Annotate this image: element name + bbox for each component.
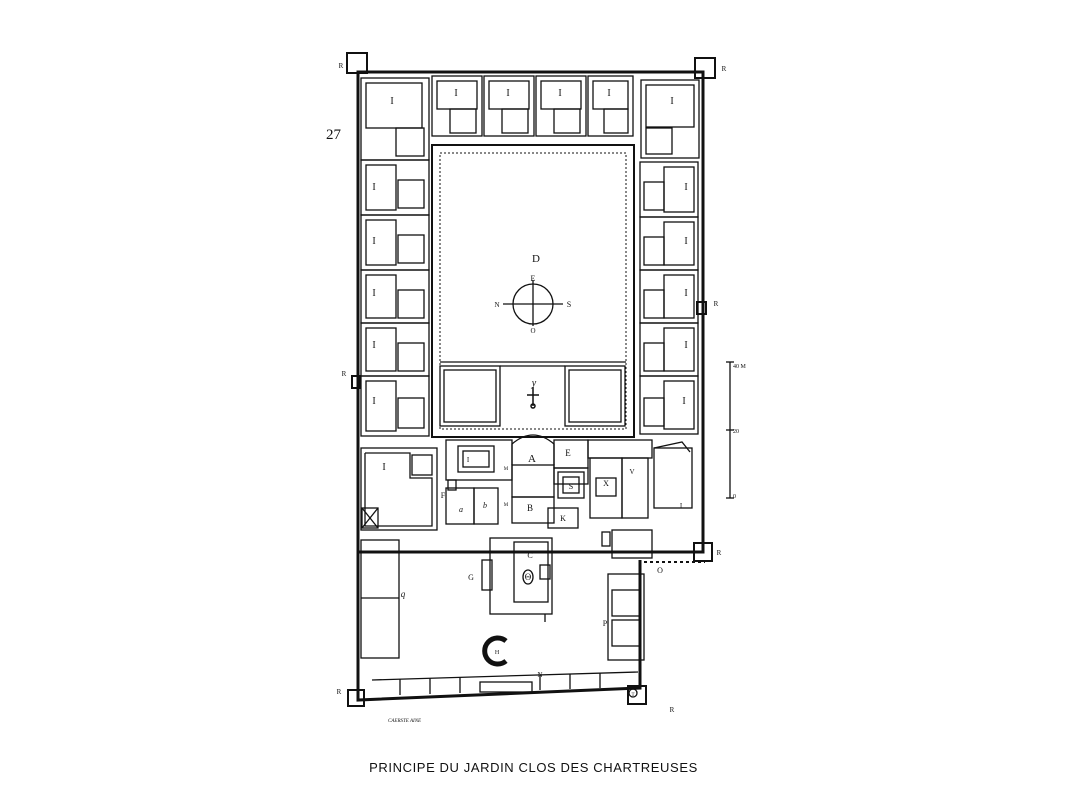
- corner-towers: [346, 52, 716, 707]
- figure-caption: PRINCIPE DU JARDIN CLOS DES CHARTREUSES: [369, 760, 698, 775]
- scale-bar: [726, 361, 734, 499]
- compass-rose: [503, 280, 563, 326]
- room-label-a: A: [528, 453, 536, 465]
- cell-label: I: [372, 236, 375, 247]
- cloister-walk: [439, 152, 627, 430]
- cell-label: I: [684, 236, 687, 247]
- cell-label: I: [506, 88, 509, 99]
- plate-number: 27: [326, 127, 341, 143]
- chapter-block: [481, 537, 553, 622]
- compass-north: N: [494, 301, 499, 309]
- cell-label: I: [390, 96, 393, 107]
- tower-label: R: [717, 549, 722, 557]
- cell-label: I: [558, 88, 561, 99]
- compass-west: O: [530, 327, 535, 335]
- tower-label: R: [342, 370, 347, 378]
- scale-label-mid: 20: [733, 429, 739, 435]
- room-label-small-m: M: [504, 467, 509, 472]
- compass-east: E: [531, 274, 536, 283]
- cell-label: I: [372, 182, 375, 193]
- room-label-theta: Θ: [525, 572, 532, 582]
- fountain-basin: [482, 635, 508, 667]
- garden-beds: [439, 361, 626, 427]
- cell-label: I: [372, 396, 375, 407]
- cross-marker: [527, 387, 539, 409]
- room-label-p: P: [603, 619, 608, 628]
- outer-wall: [356, 70, 705, 554]
- tower-label: R: [722, 65, 727, 73]
- room-label-x: X: [603, 479, 609, 488]
- cell-label: I: [684, 340, 687, 351]
- scale-labels: 40 M 20 0: [733, 364, 747, 500]
- scale-label-bottom: 0: [733, 494, 736, 500]
- tower-label: R: [339, 62, 344, 70]
- room-label-q: q: [401, 589, 406, 599]
- room-label-c: C: [527, 551, 532, 560]
- court-labels: D E N S O y: [494, 253, 571, 389]
- room-labels: A B C E S X V K F G P O N H q a b M M I …: [401, 448, 683, 698]
- compass-south: S: [567, 300, 571, 309]
- cell-label: I: [684, 288, 687, 299]
- cell-label: I: [670, 96, 673, 107]
- tower-labels: R R R R R R R: [337, 62, 727, 714]
- room-label-o: O: [657, 566, 663, 575]
- tower-label: R: [670, 706, 675, 714]
- room-label-h: H: [495, 650, 500, 656]
- room-label-small-a: a: [459, 505, 463, 514]
- cell-label: I: [372, 288, 375, 299]
- charterhouse-plan: I I I I I I I I I I I I I I I I I R R R …: [337, 52, 747, 724]
- cell-label: I: [454, 88, 457, 99]
- room-label-v: V: [629, 468, 634, 476]
- church-block: [445, 434, 693, 559]
- service-range: [607, 561, 705, 661]
- cloister-outer: [431, 144, 635, 438]
- court-label: D: [532, 253, 540, 265]
- cell-label: I: [382, 462, 385, 473]
- room-label-n: N: [537, 671, 542, 679]
- cell-label: I: [372, 340, 375, 351]
- cell-label: I: [607, 88, 610, 99]
- room-label-small-b: b: [483, 501, 487, 510]
- engraver-signature: CAERSTE AINE: [388, 719, 421, 724]
- cell-lower-left: [360, 447, 438, 531]
- room-label-g: G: [468, 573, 474, 582]
- cells-top: [360, 75, 700, 161]
- tower-label: R: [714, 300, 719, 308]
- cell-labels: I I I I I I I I I I I I I I I I I: [372, 88, 687, 473]
- scale-label-top: 40 M: [733, 364, 747, 370]
- cells-right: [639, 161, 699, 435]
- room-label-s: S: [569, 482, 573, 491]
- cells-left: [360, 159, 430, 437]
- cross-label: y: [531, 378, 537, 389]
- bottom-range: [371, 671, 639, 698]
- room-label-f: F: [441, 491, 446, 500]
- tower-label: R: [337, 688, 342, 696]
- cell-label: I: [684, 182, 687, 193]
- room-label-e: E: [565, 448, 571, 458]
- lower-enclosure-wall: [356, 548, 642, 702]
- room-label-k: K: [560, 514, 566, 523]
- room-label-small-i: I: [467, 456, 470, 464]
- left-range: [360, 539, 400, 659]
- room-label-tomb: T: [631, 693, 634, 698]
- cell-label: I: [682, 396, 685, 407]
- room-label-right-i: I: [680, 502, 683, 510]
- room-label-b: B: [527, 503, 533, 513]
- room-label-small-m: M: [504, 503, 509, 508]
